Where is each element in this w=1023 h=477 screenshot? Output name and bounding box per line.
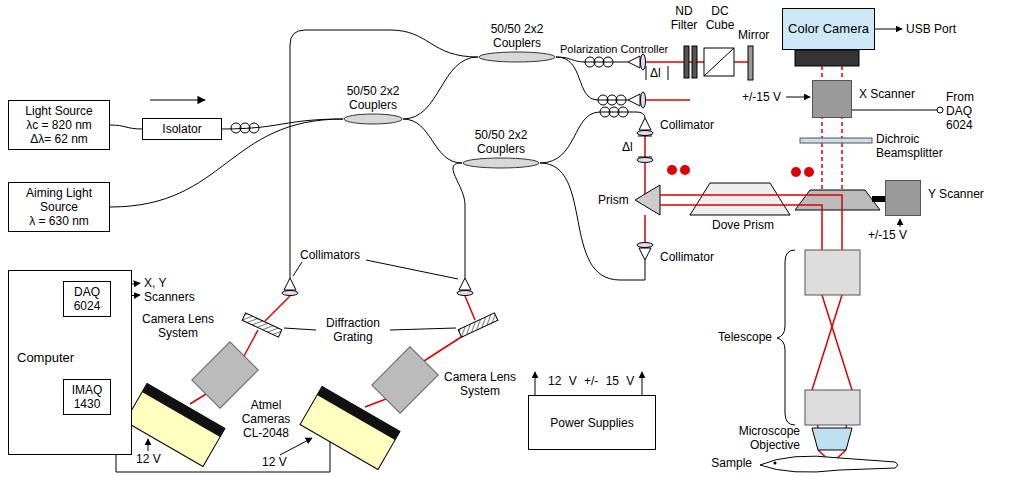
light-source-box: Light Sourceλc = 820 nmΔλ= 62 nm [8,100,110,150]
optical-fiber [403,57,478,119]
node-text: X Scanner [859,87,915,101]
color-camera: Color Camera [782,8,875,50]
imaq-card: IMAQ 1430 [63,379,111,415]
node-text: Y Scanner [928,187,984,201]
coupler-ellipse [343,112,403,126]
part-label: Camera Lens System [442,370,518,398]
node-text: IMAQ 1430 [68,383,106,411]
part-label: USB Port [906,22,956,36]
fiber-coupler: 50/50 2x2 Couplers [478,22,556,64]
isolator-box: Isolator [142,118,222,140]
node-text: 50/50 2x2 Couplers [343,84,403,112]
daq-card: DAQ 6024 [63,281,111,317]
part-label: Sample [700,456,752,470]
coupler-ellipse [478,50,556,64]
node-text: Δλ= 62 nm [30,132,88,146]
part-label: Camera Lens System [140,312,216,340]
part-label: Mirror [738,28,769,42]
part-label: Diffraction Grating [318,316,388,344]
node-text: DAQ 6024 [68,285,106,313]
node-text: Isolator [162,122,201,136]
part-label: Δl [650,66,661,80]
part-label: Polarization Controller [560,42,668,56]
part-label: Collimators [300,248,360,262]
node-text: Power Supplies [550,416,633,430]
part-label: 12 V +/- 15 V [548,374,634,388]
coupler-ellipse [462,156,540,170]
part-label: Telescope [700,330,772,344]
part-label: From DAQ 6024 [946,90,986,132]
part-label: Dichroic Beamsplitter [876,132,956,160]
optical-fiber [403,119,462,163]
node-text: 50/50 2x2 Couplers [462,128,540,156]
node-text: 50/50 2x2 Couplers [478,22,556,50]
computer-box: Computer DAQ 6024IMAQ 1430 [8,270,132,455]
node-text: λ = 630 nm [29,214,89,228]
scanner-mirror: X Scanner [812,80,852,118]
node-text: Computer [17,351,74,365]
part-label: +/-15 V [868,228,907,242]
fiber-coupler: 50/50 2x2 Couplers [343,84,403,126]
part-label: Microscope Objective [690,424,800,452]
node-text: λc = 820 nm [26,118,92,132]
node-text: Color Camera [788,22,869,36]
part-label: Δl [622,140,633,154]
optical-fiber [110,125,142,129]
node-text: Aiming Light Source [13,186,105,214]
part-label: DC Cube [702,4,738,32]
part-label: Atmel Cameras CL-2048 [238,398,294,440]
node-text: Light Source [25,104,92,118]
part-label: +/-15 V [742,90,781,104]
part-label: 12 V [262,455,287,469]
power-supply-box: Power Supplies [528,395,656,450]
part-label: X, Y Scanners [144,276,190,304]
part-label: Collimator [660,118,714,132]
scanner-mirror: Y Scanner [885,180,921,216]
fiber-coupler: 50/50 2x2 Couplers [462,128,540,170]
part-label: Collimator [660,250,714,264]
part-label: Prism [598,193,629,207]
part-label: Dove Prism [712,218,774,232]
part-label: 12 V [136,452,161,466]
optical-fiber [222,119,343,129]
optical-fiber [110,119,343,207]
part-label: ND Filter [666,4,702,32]
aiming-source-box: Aiming Light Sourceλ = 630 nm [8,182,110,232]
